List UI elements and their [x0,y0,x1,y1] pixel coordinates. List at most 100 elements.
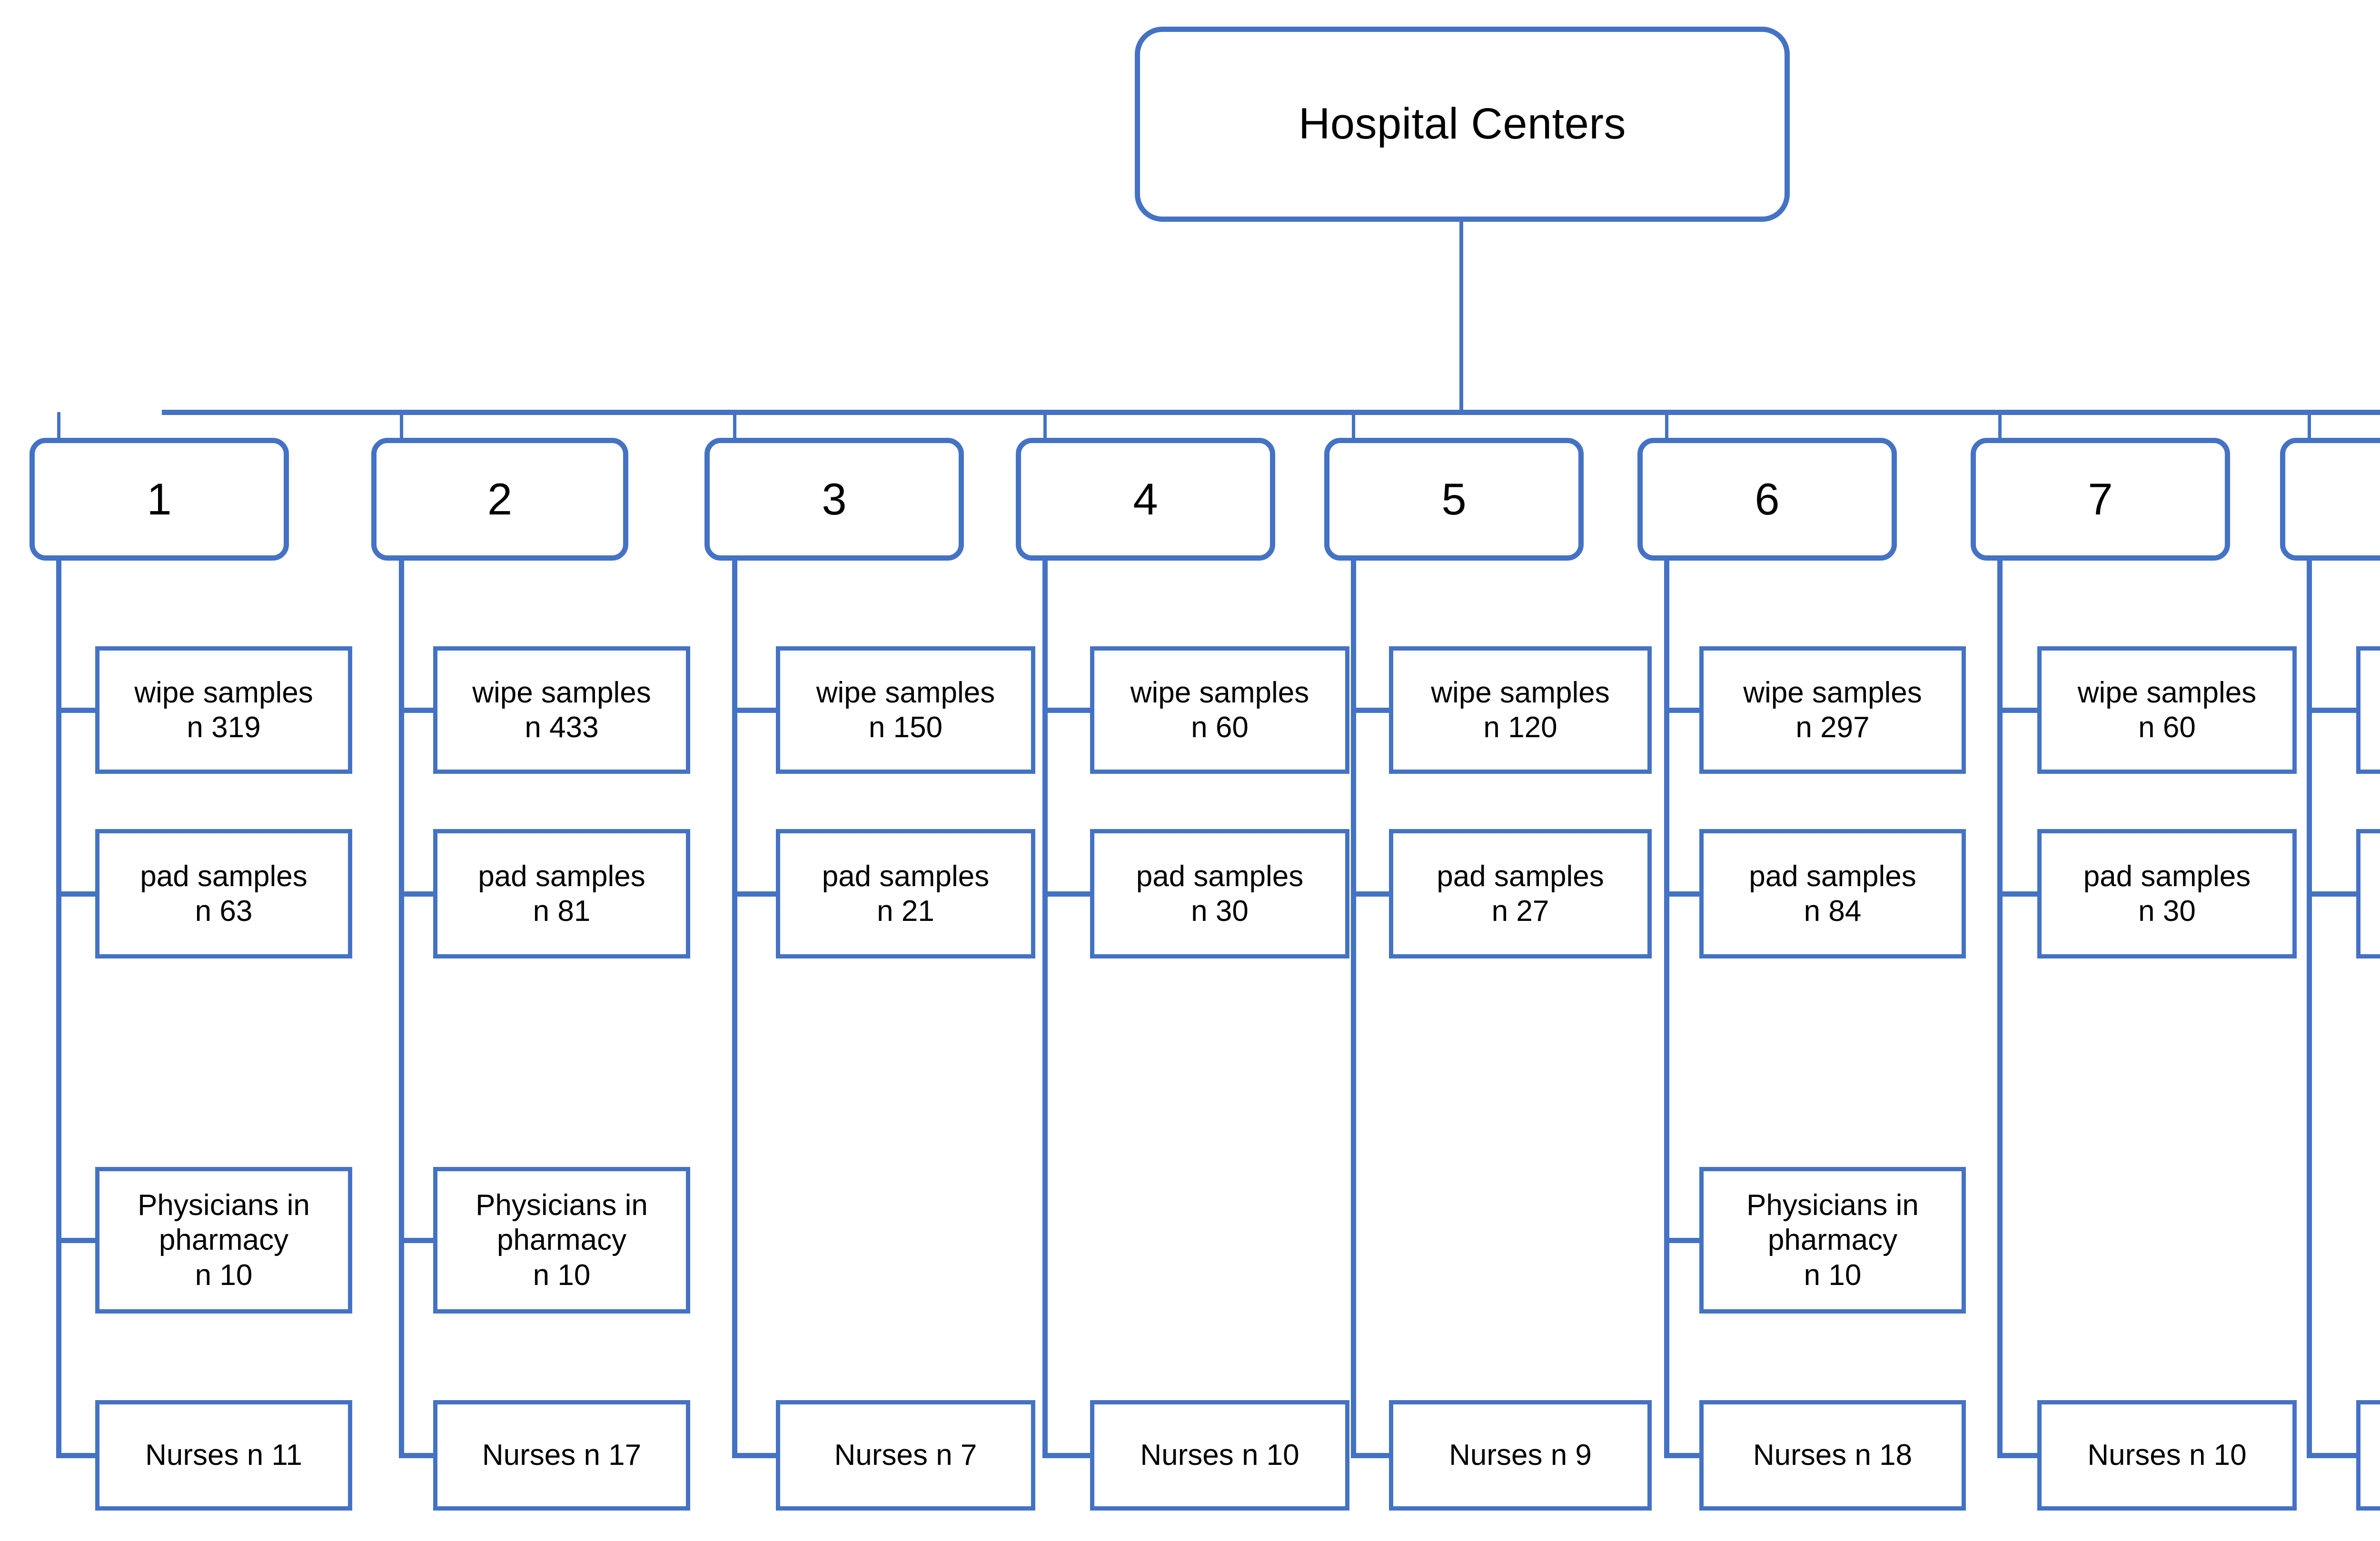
center-4-pad-samples-box[interactable]: pad samples n 30 [1090,829,1349,958]
center-8-spine [2307,561,2312,1458]
center-6-pad-samples-label: pad samples n 84 [1749,859,1916,928]
center-8-pad-samples-elbow [2307,891,2359,897]
center-6-nurses-label: Nurses n 18 [1753,1439,1913,1472]
center-2-physicians-in-pharmacy-box[interactable]: Physicians in pharmacy n 10 [433,1167,690,1314]
center-1-physicians-in-pharmacy-elbow [56,1238,98,1243]
center-8-nurses-box[interactable]: Nurses n 6 [2356,1400,2380,1511]
center-7-nurses-label: Nurses n 10 [2087,1439,2247,1472]
center-node-2-label: 2 [487,474,513,524]
center-4-nurses-box[interactable]: Nurses n 10 [1090,1400,1349,1511]
center-2-nurses-box[interactable]: Nurses n 17 [433,1400,690,1511]
center-4-pad-samples-label: pad samples n 30 [1136,859,1304,928]
center-1-nurses-elbow [56,1453,98,1458]
center-node-8[interactable]: 8 [2280,438,2380,561]
center-4-top-connector [1043,412,1047,438]
center-6-nurses-box[interactable]: Nurses n 18 [1699,1400,1966,1511]
center-1-nurses-box[interactable]: Nurses n 11 [95,1400,352,1511]
center-1-pad-samples-label: pad samples n 63 [140,859,307,928]
center-3-pad-samples-label: pad samples n 21 [822,859,990,928]
center-7-pad-samples-box[interactable]: pad samples n 30 [2037,829,2297,958]
center-3-nurses-box[interactable]: Nurses n 7 [776,1400,1035,1511]
center-node-6[interactable]: 6 [1637,438,1897,561]
center-4-nurses-label: Nurses n 10 [1140,1439,1299,1472]
center-4-wipe-samples-box[interactable]: wipe samples n 60 [1090,646,1349,774]
center-2-spine [399,561,404,1458]
center-6-wipe-samples-box[interactable]: wipe samples n 297 [1699,646,1966,774]
center-2-top-connector [400,412,403,438]
center-1-physicians-in-pharmacy-label: Physicians in pharmacy n 10 [138,1189,310,1292]
center-8-pad-samples-box[interactable]: pad samples n 18 [2356,829,2380,958]
center-2-nurses-elbow [399,1453,436,1458]
center-node-1-label: 1 [147,474,172,524]
center-5-pad-samples-box[interactable]: pad samples n 27 [1389,829,1652,958]
center-1-pad-samples-elbow [56,891,98,897]
center-5-wipe-samples-box[interactable]: wipe samples n 120 [1389,646,1652,774]
center-3-wipe-samples-label: wipe samples n 150 [816,676,995,744]
center-node-5[interactable]: 5 [1324,438,1584,561]
center-2-physicians-in-pharmacy-label: Physicians in pharmacy n 10 [476,1189,648,1292]
center-6-pad-samples-box[interactable]: pad samples n 84 [1699,829,1966,958]
root-connector-stem [1459,222,1463,412]
center-7-pad-samples-label: pad samples n 30 [2083,859,2251,928]
center-8-top-connector [2308,412,2311,438]
center-6-wipe-samples-label: wipe samples n 297 [1743,676,1922,744]
center-4-wipe-samples-elbow [1042,708,1093,713]
center-1-physicians-in-pharmacy-box[interactable]: Physicians in pharmacy n 10 [95,1167,352,1314]
center-7-pad-samples-elbow [1997,891,2040,897]
center-1-wipe-samples-box[interactable]: wipe samples n 319 [95,646,352,774]
center-3-pad-samples-box[interactable]: pad samples n 21 [776,829,1035,958]
center-7-nurses-box[interactable]: Nurses n 10 [2037,1400,2297,1511]
center-6-nurses-elbow [1664,1453,1702,1458]
center-node-2[interactable]: 2 [371,438,628,561]
center-8-wipe-samples-elbow [2307,708,2359,713]
center-7-wipe-samples-elbow [1997,708,2040,713]
center-3-wipe-samples-elbow [732,708,779,713]
center-7-nurses-elbow [1997,1453,2040,1458]
center-node-4[interactable]: 4 [1016,438,1275,561]
center-5-wipe-samples-elbow [1351,708,1392,713]
center-node-6-label: 6 [1755,474,1780,524]
center-2-wipe-samples-label: wipe samples n 433 [472,676,651,744]
center-7-wipe-samples-label: wipe samples n 60 [2077,676,2257,744]
center-5-nurses-elbow [1351,1453,1392,1458]
center-3-top-connector [733,412,736,438]
center-5-pad-samples-label: pad samples n 27 [1437,859,1604,928]
center-2-pad-samples-label: pad samples n 81 [478,859,645,928]
center-2-pad-samples-box[interactable]: pad samples n 81 [433,829,690,958]
center-3-pad-samples-elbow [732,891,779,897]
center-node-4-label: 4 [1133,474,1158,524]
center-1-spine [56,561,61,1458]
center-1-nurses-label: Nurses n 11 [145,1439,302,1472]
center-3-wipe-samples-box[interactable]: wipe samples n 150 [776,646,1035,774]
center-5-pad-samples-elbow [1351,891,1392,897]
center-1-top-connector [57,412,60,438]
center-3-nurses-label: Nurses n 7 [834,1439,977,1472]
center-4-pad-samples-elbow [1042,891,1093,897]
center-2-physicians-in-pharmacy-elbow [399,1238,436,1243]
center-node-7-label: 7 [2088,474,2113,524]
root-node-hospital-centers: Hospital Centers [1135,27,1790,222]
center-1-wipe-samples-label: wipe samples n 319 [134,676,313,744]
center-2-wipe-samples-box[interactable]: wipe samples n 433 [433,646,690,774]
center-6-pad-samples-elbow [1664,891,1702,897]
center-1-pad-samples-box[interactable]: pad samples n 63 [95,829,352,958]
center-6-physicians-in-pharmacy-box[interactable]: Physicians in pharmacy n 10 [1699,1167,1966,1314]
center-6-wipe-samples-elbow [1664,708,1702,713]
center-8-wipe-samples-box[interactable]: wipe samples n 136 [2356,646,2380,774]
center-node-5-label: 5 [1441,474,1467,524]
center-7-wipe-samples-box[interactable]: wipe samples n 60 [2037,646,2297,774]
center-node-1[interactable]: 1 [30,438,289,561]
center-5-nurses-box[interactable]: Nurses n 9 [1389,1400,1652,1511]
center-node-3[interactable]: 3 [704,438,964,561]
center-6-physicians-in-pharmacy-elbow [1664,1238,1702,1243]
center-node-7[interactable]: 7 [1971,438,2230,561]
center-3-spine [732,561,737,1458]
center-2-wipe-samples-elbow [399,708,436,713]
center-6-top-connector [1665,412,1668,438]
center-4-wipe-samples-label: wipe samples n 60 [1130,676,1309,744]
center-7-spine [1997,561,2003,1458]
center-node-3-label: 3 [822,474,847,524]
center-6-spine [1664,561,1669,1458]
root-node-label: Hospital Centers [1298,99,1626,148]
